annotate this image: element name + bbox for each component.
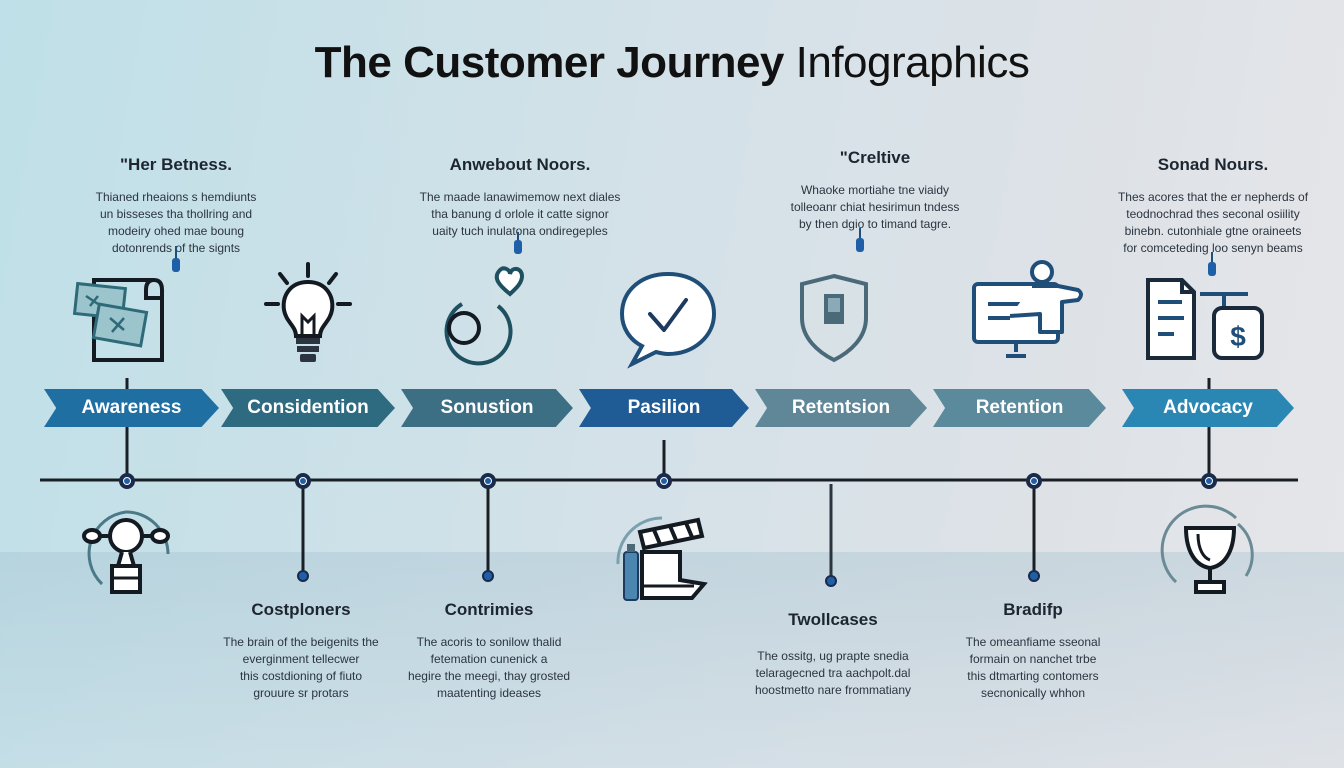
monitor-person-icon [970,260,1088,364]
title-normal: Infographics [795,38,1030,87]
stage-label: Pasilion [627,397,701,418]
stage-solution: Sonustion [401,389,573,427]
bottom-block-line: this costdioning of fiuto [239,669,363,683]
bottom-block-line: The omeanfiame sseonal [965,635,1101,649]
bottom-block-line: secnonically whhon [980,686,1086,700]
top-block-line: by then dgio to timand tagre. [798,217,952,231]
stage-retention-2: Retention [933,389,1106,427]
bottom-block-3: Twollcases The ossitg, ug prapte snedia … [713,610,953,699]
top-block-line: Thianed rheaions s hemdiunts [95,190,257,204]
stage-position: Pasilion [579,389,749,427]
bottom-block-line: hegire the meegi, thay grosted [407,669,571,683]
document-dollar-icon: $ [1144,276,1268,366]
top-pin [172,246,180,272]
top-block-heading: "Creltive [839,148,911,167]
top-block-line: teodnochrad thes seconal osiility [1126,207,1300,221]
top-block-line: Thes acores that the er nepherds of [1117,190,1309,204]
cup-trophy-icon [1160,504,1256,602]
bottom-block-heading: Contrimies [444,600,534,619]
top-block-line: uaity tuch inulatona ondiregeples [432,224,608,238]
top-block-line: for comceteding loo senyn beams [1123,241,1303,255]
bottom-block-line: maatenting ideases [436,686,542,700]
stage-advocacy: Advocacy [1122,389,1294,427]
stage-awareness: Awareness [44,389,219,427]
top-block-heading: "Her Betness. [120,155,232,174]
top-block-line: un bisseses tha thollring and [99,207,253,221]
bottom-block-line: hoostmetto nare frommatiany [754,683,912,697]
bottom-block-line: fetemation cunenick a [430,652,548,666]
top-pin [514,232,522,254]
title-bold: The Customer Journey [314,38,785,87]
stage-consideration: Considention [221,389,395,427]
trophy-handles-icon [78,506,174,602]
top-pin [856,228,864,252]
top-block-line: The maade lanawimemow next diales [419,190,621,204]
bottom-block-line: The brain of the beigenits the [223,635,379,649]
bottom-block-line: The acoris to sonilow thalid [416,635,562,649]
top-block-4: Sonad Nours. Thes acores that the er nep… [1088,155,1338,257]
bottom-block-line: formain on nanchet trbe [969,652,1097,666]
top-block-line: tha banung d orlole it catte signor [431,207,609,221]
page-title: The Customer Journey Infographics [0,38,1344,88]
documents-icon [72,272,172,367]
bottom-block-heading: Costploners [251,600,351,619]
bottom-block-4: Bradifp The omeanfiame sseonal formain o… [913,600,1153,702]
top-block-line: Whaoke mortiahe tne viaidy [800,183,950,197]
top-pin [1208,252,1216,276]
bottom-block-line: telaragecned tra aachpolt.dal [755,666,911,680]
stage-label: Advocacy [1163,397,1253,418]
stage-retention-1: Retentsion [755,389,927,427]
top-block-2: Anwebout Noors. The maade lanawimemow ne… [395,155,645,240]
stage-label: Considention [247,397,369,418]
top-block-line: tolleoanr chiat hesirimun tndess [790,200,960,214]
bottom-block-heading: Bradifp [1003,600,1063,619]
svg-text:$: $ [1230,321,1246,352]
target-heart-icon [440,260,536,366]
top-block-heading: Anwebout Noors. [449,155,591,174]
lightbulb-icon [262,260,354,368]
bottom-block-line: The ossitg, ug prapte snedia [757,649,909,663]
shield-icon [796,272,872,364]
bottom-block-2: Contrimies The acoris to sonilow thalid … [369,600,609,702]
stage-label: Retention [975,397,1064,418]
clapperboard-icon [614,512,714,604]
top-block-3: "Creltive Whaoke mortiahe tne viaidy tol… [755,148,995,233]
top-block-heading: Sonad Nours. [1157,155,1269,174]
stage-label: Sonustion [440,397,534,418]
bottom-block-line: grouure sr protars [253,686,349,700]
top-block-1: "Her Betness. Thianed rheaions s hemdiun… [56,155,296,257]
bottom-block-line: everginment tellecwer [242,652,360,666]
bottom-block-line: this dtmarting contomers [967,669,1099,683]
bottom-block-heading: Twollcases [788,610,878,629]
top-block-line: modeiry ohed mae boung [107,224,245,238]
chat-check-icon [616,270,720,370]
stage-bar: Awareness Considention Sonustion Pasilio… [0,389,1344,427]
stage-label: Awareness [81,397,182,418]
stage-label: Retentsion [791,397,891,418]
top-block-line: binebn. cutonhiale gtne oraineets [1124,224,1302,238]
bottom-block-1: Costploners The brain of the beigenits t… [181,600,421,702]
